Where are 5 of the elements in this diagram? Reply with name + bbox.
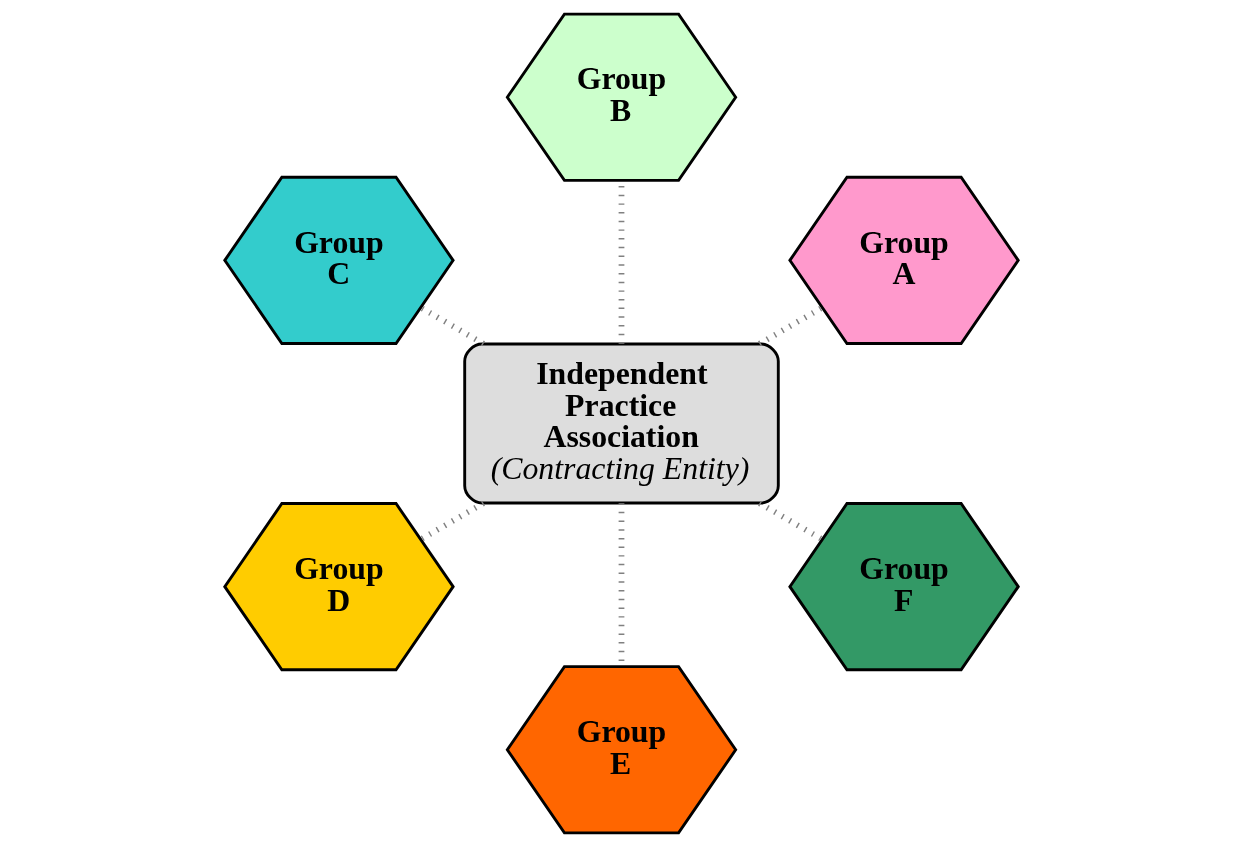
node-box: Independent Practice Association (Contracting Entity) — [463, 342, 780, 505]
connector — [758, 305, 824, 347]
connector — [419, 305, 485, 347]
connector — [758, 500, 824, 542]
connector — [419, 500, 485, 542]
